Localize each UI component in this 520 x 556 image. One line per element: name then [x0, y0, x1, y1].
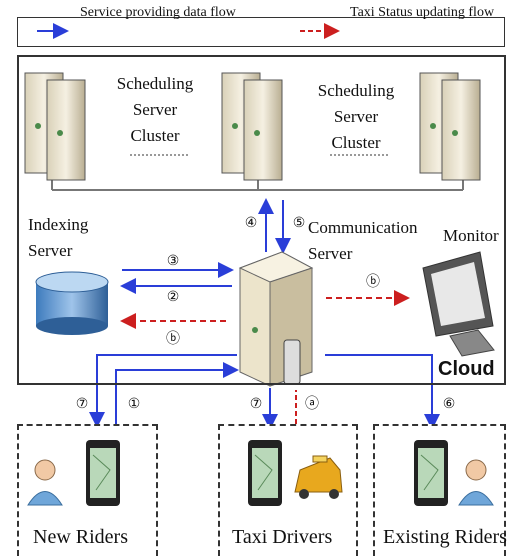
rider-person-icon-new-top — [27, 459, 63, 506]
monitor-label: Monitor — [443, 226, 499, 245]
step-7-new-marker: ⑦ — [75, 397, 89, 412]
indexing-label-2: Server — [28, 241, 73, 260]
legend-service-label: Service providing data flow — [80, 5, 236, 20]
phone-icon-existing-top — [414, 440, 448, 506]
existing-riders-label: Existing Riders — [383, 526, 507, 548]
step-2-marker: ② — [166, 290, 180, 305]
cloud-boundary — [17, 55, 506, 385]
indexing-label-1: Indexing — [28, 215, 89, 234]
step7-new-riders-arrow — [89, 354, 237, 428]
step1-arrow — [115, 362, 239, 426]
phone-icon-taxi-top — [248, 440, 282, 506]
server-icon-left — [24, 72, 86, 181]
scheduling-label-right-1: Scheduling — [317, 81, 395, 100]
legend — [17, 17, 505, 47]
step-4-marker: ④ — [244, 216, 258, 231]
communication-server-icon — [238, 251, 314, 387]
step-7-taxi-marker: ⑦ — [249, 397, 263, 412]
step-3-marker: ③ — [166, 254, 180, 269]
communication-label-1: Communication — [308, 218, 418, 237]
legend-status-label: Taxi Status updating flow — [350, 5, 495, 20]
taxi-drivers-label: Taxi Drivers — [232, 526, 333, 548]
new-riders-label: New Riders — [33, 526, 128, 548]
scheduling-label-left-1: Scheduling — [116, 74, 194, 93]
monitor-icon — [422, 251, 495, 357]
server-icon-middle — [221, 72, 283, 181]
taxi-car-icon-top — [294, 455, 343, 499]
scheduling-label-right-2: Server — [333, 107, 379, 126]
cloud-label: Cloud — [438, 358, 495, 380]
step-b-index-marker: ⓑ — [166, 332, 180, 347]
communication-label-2: Server — [308, 244, 353, 263]
server-icon-right — [419, 72, 481, 181]
step-6-marker: ⑥ — [442, 397, 456, 412]
step-b-monitor-marker: ⓑ — [366, 275, 380, 290]
step6-arrow — [325, 354, 440, 430]
scheduling-label-left-2: Server — [132, 100, 178, 119]
step-1-marker: ① — [127, 397, 141, 412]
scheduling-label-right-3: Cluster — [331, 133, 381, 152]
step-a-marker: ⓐ — [305, 397, 319, 412]
database-icon — [35, 271, 109, 335]
step-5-marker: ⑤ — [292, 216, 306, 231]
rider-person-icon-existing-top — [458, 459, 494, 506]
phone-icon-new-top — [86, 440, 120, 506]
scheduling-label-left-3: Cluster — [130, 126, 180, 145]
